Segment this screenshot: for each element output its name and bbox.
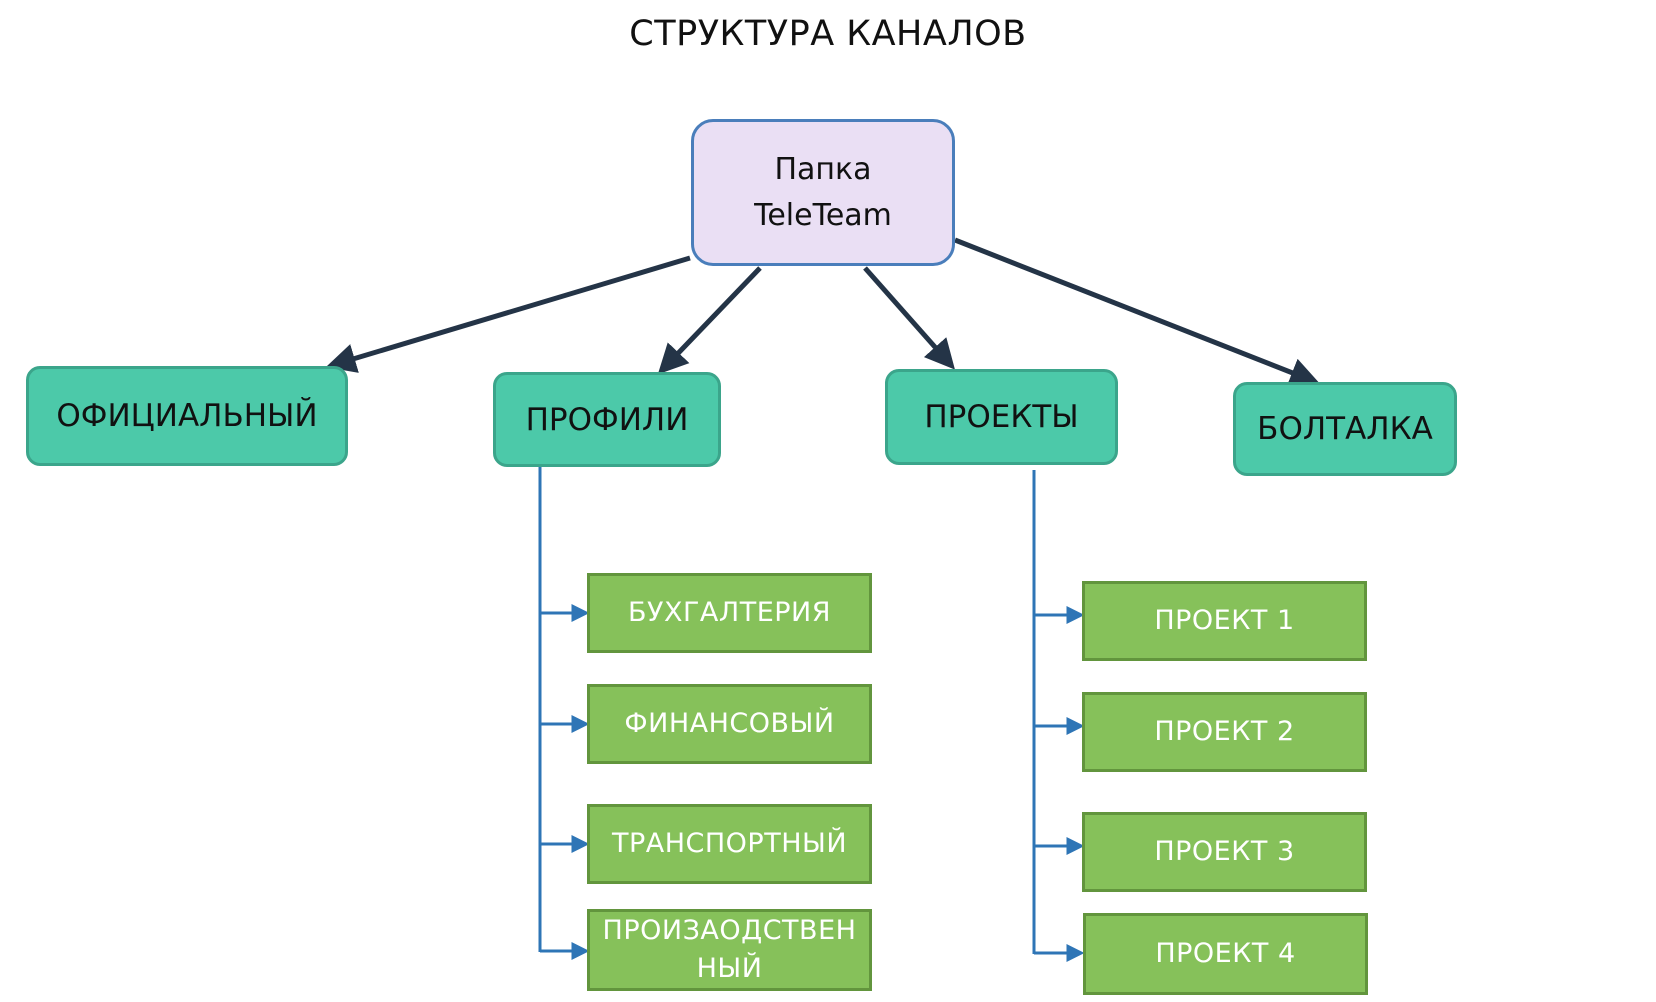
arrow-root-to-profiles [657, 266, 762, 375]
project-3-node: ПРОЕКТ 3 [1082, 812, 1367, 892]
channel-chatter-node: БОЛТАЛКА [1233, 382, 1457, 476]
profile-financial-node: ФИНАНСОВЫЙ [587, 684, 872, 764]
profile-transport-node: ТРАНСПОРТНЫЙ [587, 804, 872, 884]
profile-production-node: ПРОИЗАОДСТВЕН НЫЙ [587, 909, 872, 991]
profile-production-label-line2: НЫЙ [696, 953, 763, 984]
channel-profiles-node: ПРОФИЛИ [493, 372, 721, 467]
root-folder-label-line2: TeleTeam [754, 197, 892, 233]
channel-official-node: ОФИЦИАЛЬНЫЙ [26, 366, 348, 466]
diagram-title: СТРУКТУРА КАНАЛОВ [629, 14, 1027, 54]
project-4-node: ПРОЕКТ 4 [1083, 913, 1368, 995]
profile-production-label-line1: ПРОИЗАОДСТВЕН [602, 915, 857, 946]
project-2-node: ПРОЕКТ 2 [1082, 692, 1367, 772]
root-folder-node: Папка TeleTeam [691, 119, 955, 266]
arrow-root-to-projects [863, 266, 955, 370]
channel-projects-node: ПРОЕКТЫ [885, 369, 1118, 465]
arrow-root-to-official [325, 255, 691, 373]
root-folder-label-line1: Папка [774, 151, 872, 187]
project-1-node: ПРОЕКТ 1 [1082, 581, 1367, 661]
profile-accounting-node: БУХГАЛТЕРИЯ [587, 573, 872, 653]
arrow-root-to-chatter [954, 237, 1320, 387]
